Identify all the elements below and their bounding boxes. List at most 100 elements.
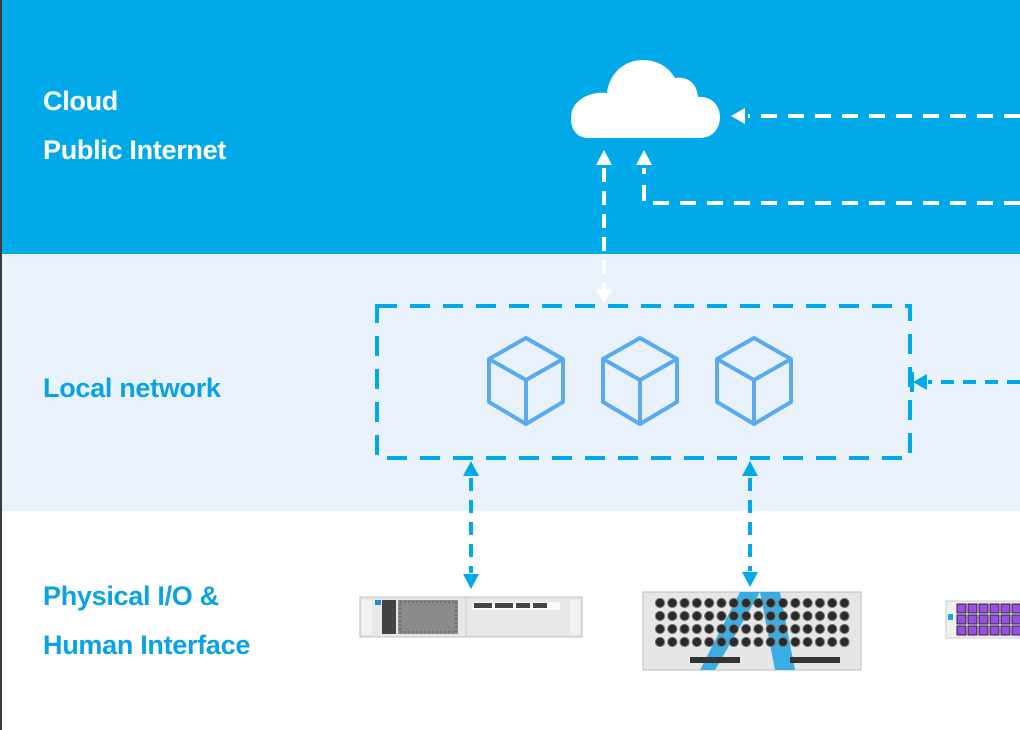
- xlr-connector: [777, 597, 789, 609]
- panel-button: [1000, 625, 1011, 636]
- xlr-connector: [691, 597, 703, 609]
- xlr-connector: [741, 610, 752, 622]
- xlr-connector: [790, 636, 801, 648]
- xlr-connector: [790, 610, 801, 622]
- internet-arrow-right-top: [731, 108, 1020, 124]
- xlr-connector: [704, 597, 715, 609]
- panel-button: [1011, 625, 1020, 636]
- xlr-connector: [839, 597, 850, 609]
- xlr-connector: [741, 623, 752, 635]
- xlr-connector: [728, 610, 739, 622]
- panel-button: [967, 625, 978, 636]
- xlr-connector: [716, 610, 727, 622]
- xlr-connector: [814, 610, 826, 622]
- xlr-connector: [802, 623, 813, 635]
- cube-icon: [601, 336, 679, 426]
- panel-button: [1011, 603, 1020, 614]
- xlr-connector: [667, 610, 678, 622]
- xlr-connector: [753, 623, 764, 635]
- xlr-connector: [654, 623, 666, 635]
- panel-button: [1011, 614, 1020, 625]
- internet-arrow-right-bottom: [636, 150, 1020, 205]
- left-edge: [0, 0, 2, 730]
- xlr-connector: [654, 597, 666, 609]
- cloud-layer: [0, 0, 1020, 254]
- xlr-connector: [728, 623, 739, 635]
- panel-button: [956, 614, 967, 625]
- xlr-connector: [753, 610, 764, 622]
- xlr-connector: [716, 597, 727, 609]
- xlr-connector: [777, 623, 789, 635]
- xlr-connector: [704, 610, 715, 622]
- panel-button: [1000, 614, 1011, 625]
- xlr-connector: [753, 636, 764, 648]
- xlr-connector: [679, 623, 690, 635]
- xlr-connector: [741, 636, 752, 648]
- xlr-connector: [691, 636, 703, 648]
- xlr-connector: [765, 636, 776, 648]
- public-internet-label-line: Public Internet: [43, 135, 227, 165]
- xlr-connector: [814, 597, 826, 609]
- xlr-connector: [814, 623, 826, 635]
- panel-button: [989, 614, 1000, 625]
- xlr-connector: [827, 597, 838, 609]
- rack-network-switch: [359, 596, 583, 638]
- panel-button: [978, 603, 989, 614]
- local-network-label-line: Local network: [43, 373, 221, 403]
- human-interface-label-line: Human Interface: [43, 630, 251, 660]
- xlr-connector: [691, 623, 703, 635]
- local-network-arrow-right: [910, 372, 1020, 392]
- xlr-connector: [667, 636, 678, 648]
- xlr-connector: [716, 623, 727, 635]
- physical-io-label: Physical I/O & Human Interface: [43, 572, 250, 670]
- xlr-connector: [777, 610, 789, 622]
- xlr-connector: [765, 597, 776, 609]
- local-device1-arrow: [463, 461, 479, 589]
- xlr-connector: [827, 623, 838, 635]
- xlr-connector: [667, 597, 678, 609]
- xlr-connector: [790, 597, 801, 609]
- panel-button: [989, 625, 1000, 636]
- xlr-connector: [827, 610, 838, 622]
- xlr-connector: [790, 623, 801, 635]
- local-network-layer: [0, 254, 1020, 511]
- xlr-connector: [765, 610, 776, 622]
- xlr-connector: [654, 610, 666, 622]
- panel-button: [967, 614, 978, 625]
- xlr-connector: [814, 636, 826, 648]
- xlr-connector: [679, 610, 690, 622]
- panel-button: [989, 603, 1000, 614]
- xlr-connector: [765, 623, 776, 635]
- xlr-connector: [716, 636, 727, 648]
- xlr-connector: [679, 597, 690, 609]
- xlr-connector: [802, 597, 813, 609]
- cloud-icon: [571, 60, 720, 138]
- xlr-connector: [654, 636, 666, 648]
- cube-icon: [487, 336, 565, 426]
- xlr-connector: [728, 597, 739, 609]
- cloud-label-line: Cloud: [43, 86, 118, 116]
- cloud-local-arrow: [596, 150, 612, 304]
- cloud-layer-label: Cloud Public Internet: [43, 77, 226, 175]
- xlr-connector: [753, 597, 764, 609]
- panel-button: [978, 625, 989, 636]
- button-panel: [945, 600, 1020, 639]
- xlr-connector-grid: [654, 597, 850, 648]
- rack-io-box: [642, 591, 862, 671]
- xlr-connector: [741, 597, 752, 609]
- xlr-connector: [667, 623, 678, 635]
- xlr-connector: [728, 636, 739, 648]
- xlr-connector: [704, 623, 715, 635]
- xlr-connector: [802, 636, 813, 648]
- xlr-connector: [704, 636, 715, 648]
- xlr-connector: [839, 636, 850, 648]
- panel-button: [967, 603, 978, 614]
- xlr-connector: [691, 610, 703, 622]
- xlr-connector: [839, 610, 850, 622]
- panel-button: [956, 625, 967, 636]
- button-grid: [956, 603, 1020, 636]
- xlr-connector: [679, 636, 690, 648]
- panel-button: [1000, 603, 1011, 614]
- physical-io-label-line: Physical I/O &: [43, 581, 219, 611]
